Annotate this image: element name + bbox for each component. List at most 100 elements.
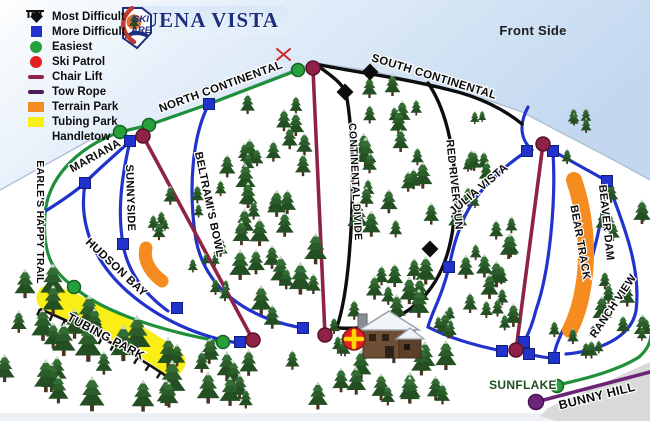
bunny-hill-slope <box>540 362 650 421</box>
trail-label-sunflake: SUNFLAKE <box>489 378 557 392</box>
chair-lift-east <box>514 142 545 352</box>
blue-square-icon <box>26 26 46 37</box>
chair-lift-west <box>141 134 255 342</box>
more-difficult-marker <box>117 238 129 250</box>
more-difficult-marker <box>548 352 560 364</box>
legend-label: Easiest <box>52 40 93 53</box>
easiest-marker <box>290 62 306 78</box>
more-difficult-marker <box>297 322 309 334</box>
trail-path-south-continental <box>314 62 524 126</box>
chair-lift-terminal <box>245 332 261 348</box>
legend-item-most-difficult: Most Difficult <box>26 9 125 24</box>
legend-label: Handletow <box>52 130 111 143</box>
legend-item-tubing-park: Tubing Park <box>26 114 125 129</box>
map-side-label: Front Side <box>499 23 567 38</box>
ski-patrol-marker <box>342 327 366 351</box>
trail-label-earles-happy-trail: EARLE'S HAPPY TRAIL <box>34 160 46 284</box>
trail-marker-symbols <box>66 60 613 411</box>
crossed-skis-icon <box>276 48 291 61</box>
legend: Most Difficult More Difficult Easiest Sk… <box>26 9 125 144</box>
chair-lift-terminal <box>508 342 524 358</box>
logo-tagline-ski: SKI <box>133 14 149 25</box>
legend-label: Terrain Park <box>52 100 119 113</box>
legend-item-chair-lift: Chair Lift <box>26 69 125 84</box>
bottom-margin <box>0 413 650 421</box>
chair-lift-terminal <box>317 327 333 343</box>
legend-item-terrain-park: Terrain Park <box>26 99 125 114</box>
more-difficult-marker <box>601 175 613 187</box>
handletow-tick <box>48 313 54 322</box>
legend-item-easiest: Easiest <box>26 39 125 54</box>
handletow-tick <box>109 343 115 351</box>
trail-path-beaver-dam-top <box>551 149 609 183</box>
tow-rope-terminal <box>527 393 545 411</box>
terrain-park-bear-track <box>562 172 594 338</box>
terrain-parks <box>138 172 594 338</box>
legend-item-handletow: Handletow <box>26 10 125 144</box>
base-lodge <box>356 310 426 359</box>
chair-lift-center <box>311 67 327 337</box>
easiest-marker <box>66 279 82 295</box>
more-difficult-marker <box>124 135 136 147</box>
more-difficult-marker <box>443 261 455 273</box>
easiest-marker <box>215 334 231 350</box>
chair-lift-lines <box>141 67 545 352</box>
legend-item-more-difficult: More Difficult <box>26 24 125 39</box>
handletow-line <box>39 307 173 382</box>
green-circle-icon <box>26 40 46 53</box>
trail-path-base-connector <box>426 325 504 353</box>
most-difficult-marker <box>361 63 379 81</box>
handletow-tick <box>133 357 139 365</box>
legend-item-tow-rope: Tow Rope <box>26 84 125 99</box>
terrain-park-sunnyside <box>138 241 169 288</box>
legend-label: Ski Patrol <box>52 55 106 68</box>
logo-name: BUENA VISTA <box>128 8 279 32</box>
more-difficult-marker <box>79 177 91 189</box>
red-circle-icon <box>26 55 46 68</box>
trail-path-continental-divide <box>316 64 355 329</box>
more-difficult-marker <box>203 98 215 110</box>
legend-label: Tow Rope <box>52 85 107 98</box>
logo-tagline-area: AREA <box>130 25 152 36</box>
legend-label: Chair Lift <box>52 70 103 83</box>
more-difficult-marker <box>171 302 183 314</box>
more-difficult-marker <box>234 336 246 348</box>
legend-label: More Difficult <box>52 25 126 38</box>
more-difficult-marker <box>521 145 533 157</box>
tow-rope-line <box>534 370 650 404</box>
more-difficult-marker <box>518 336 530 348</box>
trail-path-julia-vista <box>426 149 529 329</box>
chair-lift-terminal <box>535 136 551 152</box>
sky-ridge <box>0 0 650 190</box>
trail-path-north-continental <box>118 68 300 134</box>
logo-ski-area-swoosh: SKI AREA <box>121 6 152 44</box>
chair-lift-line-icon <box>26 74 46 79</box>
trail-path-hudson-bay <box>81 182 240 345</box>
handletow-tick <box>36 308 42 316</box>
terrain-park-swatch <box>26 101 46 112</box>
tubing-park-swatch <box>26 116 46 127</box>
tubing-park-band <box>36 284 186 376</box>
legend-label: Most Difficult <box>52 10 125 23</box>
more-difficult-marker <box>547 145 559 157</box>
trail-path-bear-track-left <box>522 150 556 344</box>
legend-item-ski-patrol: Ski Patrol <box>26 54 125 69</box>
trail-path-beltramis-bowl <box>190 102 305 330</box>
most-difficult-marker <box>336 83 354 101</box>
chair-lift-terminal <box>135 128 151 144</box>
handletow-tick <box>97 337 103 345</box>
trail-label-sunnyside: SUNNYSIDE <box>123 164 137 231</box>
tow-rope-line-icon <box>26 89 46 94</box>
more-difficult-marker <box>496 345 508 357</box>
most-difficult-marker <box>421 240 439 258</box>
legend-label: Tubing Park <box>52 115 118 128</box>
resort-logo: BUENA VISTA SKI AREA <box>120 6 289 50</box>
handletow-tick <box>144 364 151 372</box>
handletow-tick <box>155 371 162 379</box>
chair-lift-terminal <box>305 60 321 76</box>
easiest-marker <box>549 378 565 394</box>
easiest-marker <box>112 124 128 140</box>
trail-path-sunflake <box>555 334 650 387</box>
